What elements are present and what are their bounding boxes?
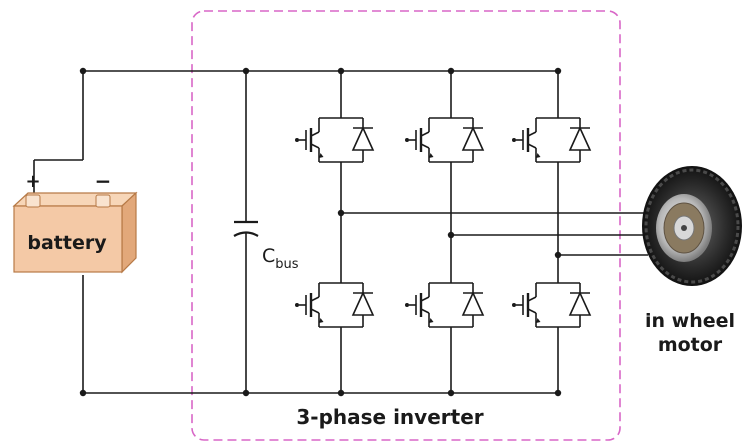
junction-dots (79, 67, 562, 397)
battery: + − battery (12, 169, 138, 274)
battery-plus-sign: + (25, 171, 40, 192)
inverter-label: 3-phase inverter (296, 405, 483, 429)
in-wheel-motor-image (642, 166, 742, 286)
igbt-switch-b-high (403, 108, 485, 172)
phase-leg-c (510, 71, 592, 393)
battery-minus-sign: − (95, 169, 112, 193)
igbt-switch-b-low (403, 273, 485, 337)
igbt-switch-a-low (293, 273, 375, 337)
inverter-boundary (191, 10, 621, 441)
igbt-switch-c-high (510, 108, 592, 172)
phase-leg-b (403, 71, 485, 393)
bus-capacitor: Cbus (233, 71, 299, 393)
igbt-switch-a-high (293, 108, 375, 172)
motor-label-line1: in wheel (645, 310, 735, 332)
battery-label: battery (27, 232, 107, 254)
capacitor-label: Cbus (262, 245, 299, 272)
igbt-switch-c-low (510, 273, 592, 337)
motor-label-line2: motor (658, 334, 723, 356)
phase-leg-a (293, 71, 375, 393)
